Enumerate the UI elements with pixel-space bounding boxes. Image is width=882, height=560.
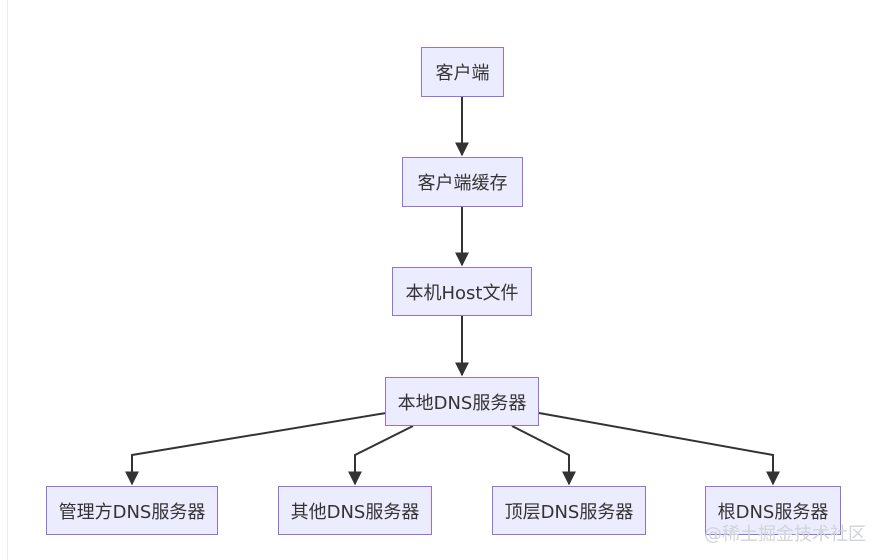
- left-divider: [7, 0, 8, 560]
- node-admin-dns: 管理方DNS服务器: [46, 486, 218, 535]
- node-root-dns: 根DNS服务器: [705, 486, 841, 535]
- edge-local-dns-to-admin-dns: [125, 412, 387, 486]
- edge-local-dns-to-other-dns: [348, 425, 414, 486]
- node-local-dns: 本地DNS服务器: [385, 377, 539, 426]
- node-other-dns: 其他DNS服务器: [278, 486, 432, 535]
- node-host-file: 本机Host文件: [392, 267, 532, 316]
- node-client: 客户端: [421, 47, 504, 97]
- edge-local-dns-to-root-dns: [538, 412, 780, 486]
- watermark: @稀土掘金技术社区: [704, 524, 866, 545]
- edge-local-dns-to-top-dns: [511, 425, 576, 486]
- node-client-cache: 客户端缓存: [402, 157, 523, 207]
- node-top-dns: 顶层DNS服务器: [492, 486, 646, 535]
